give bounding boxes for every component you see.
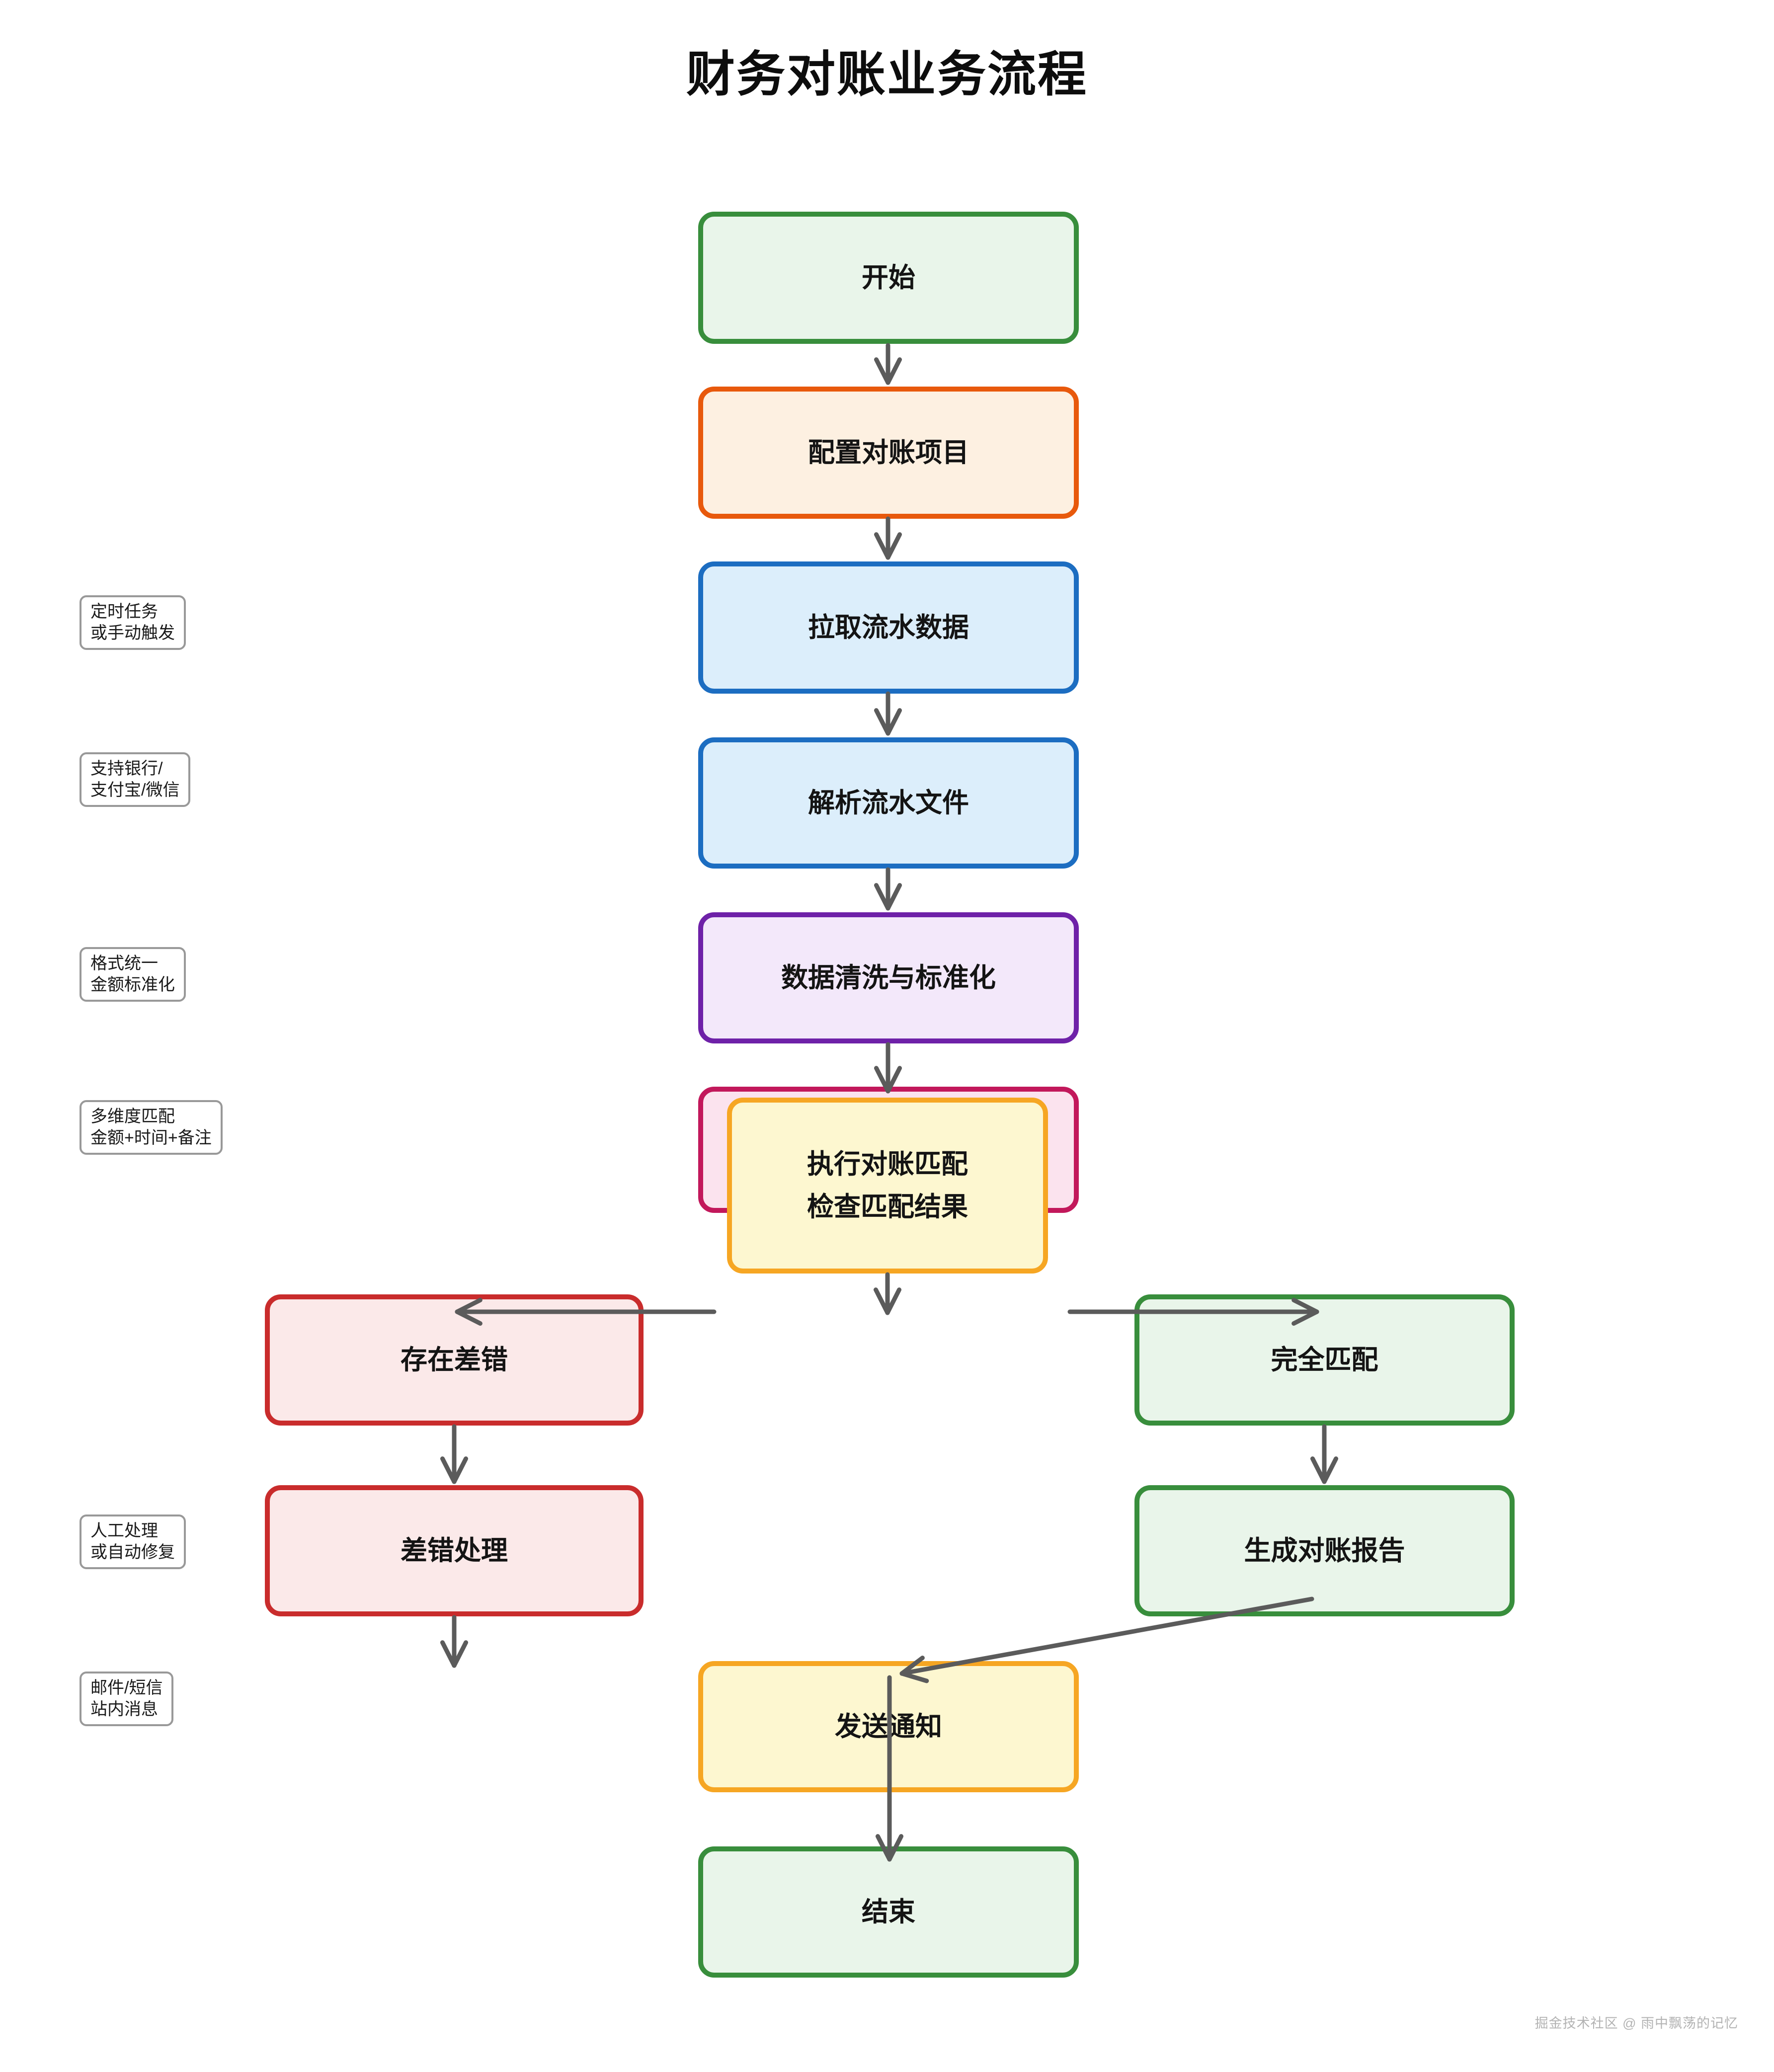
node-mismatch: 存在差错: [265, 1294, 644, 1426]
annotation-format-line: 格式统一: [90, 954, 158, 973]
node-pull-data-label: 拉取流水数据: [808, 613, 969, 642]
node-clean-data: 数据清洗与标准化: [698, 912, 1079, 1043]
node-match: 执行对账匹配检查匹配结果: [727, 1098, 1048, 1274]
node-report: 生成对账报告: [1134, 1485, 1515, 1616]
node-match-label: 执行对账匹配: [807, 1149, 968, 1179]
annotation-dimension-line: 多维度匹配: [90, 1107, 175, 1126]
arrow-mismatch-to-error: [440, 1424, 469, 1484]
arrow-matched-to-report: [1310, 1424, 1339, 1484]
arrow-start-to-config: [874, 343, 902, 385]
annotation-channels-line: 支付宝/微信: [90, 781, 180, 799]
node-start: 开始: [698, 212, 1079, 344]
node-parse-file: 解析流水文件: [698, 737, 1079, 869]
annotation-message-line: 站内消息: [90, 1700, 158, 1719]
arrow-clean-to-match: [874, 1042, 902, 1094]
annotation-trigger-line: 或手动触发: [90, 624, 175, 642]
arrow-error-down: [440, 1615, 469, 1668]
annotation-trigger: 定时任务或手动触发: [80, 595, 186, 650]
watermark: 掘金技术社区 @ 雨中飘荡的记忆: [1534, 2016, 1738, 2031]
annotation-dimension: 多维度匹配金额+时间+备注: [80, 1100, 223, 1155]
annotation-message: 邮件/短信站内消息: [80, 1672, 174, 1726]
node-matched: 完全匹配: [1134, 1294, 1515, 1426]
node-error-handle-label: 差错处理: [401, 1536, 508, 1566]
node-report-label: 生成对账报告: [1244, 1536, 1405, 1566]
node-start-label: 开始: [862, 263, 915, 293]
node-match-label: 检查匹配结果: [807, 1192, 968, 1222]
arrow-parse-to-clean: [874, 867, 902, 911]
page-title: 财务对账业务流程: [686, 47, 1088, 101]
node-config: 配置对账项目: [698, 387, 1079, 519]
annotation-trigger-line: 定时任务: [90, 602, 158, 621]
node-clean-data-label: 数据清洗与标准化: [781, 963, 996, 993]
annotation-message-line: 邮件/短信: [90, 1678, 163, 1697]
node-matched-label: 完全匹配: [1271, 1345, 1378, 1375]
node-error-handle: 差错处理: [265, 1485, 644, 1616]
arrow-config-to-pull: [874, 516, 902, 560]
node-pull-data: 拉取流水数据: [698, 561, 1079, 694]
annotation-manual-line: 人工处理: [90, 1521, 158, 1540]
node-end-label: 结束: [862, 1897, 915, 1927]
annotation-manual: 人工处理或自动修复: [80, 1514, 186, 1569]
annotation-format: 格式统一金额标准化: [80, 947, 186, 1002]
annotation-dimension-line: 金额+时间+备注: [90, 1128, 212, 1147]
node-notify: 发送通知: [698, 1661, 1079, 1792]
arrow-pull-to-parse: [874, 691, 902, 736]
node-end: 结束: [698, 1846, 1079, 1978]
annotation-format-line: 金额标准化: [90, 975, 175, 994]
node-config-label: 配置对账项目: [808, 438, 969, 468]
annotation-manual-line: 或自动修复: [90, 1543, 175, 1562]
annotation-channels-line: 支持银行/: [90, 759, 163, 778]
annotation-channels: 支持银行/支付宝/微信: [80, 752, 191, 807]
node-parse-file-label: 解析流水文件: [808, 788, 969, 818]
node-mismatch-label: 存在差错: [401, 1345, 508, 1375]
node-notify-label: 发送通知: [835, 1712, 942, 1742]
arrow-match-down: [873, 1272, 902, 1315]
